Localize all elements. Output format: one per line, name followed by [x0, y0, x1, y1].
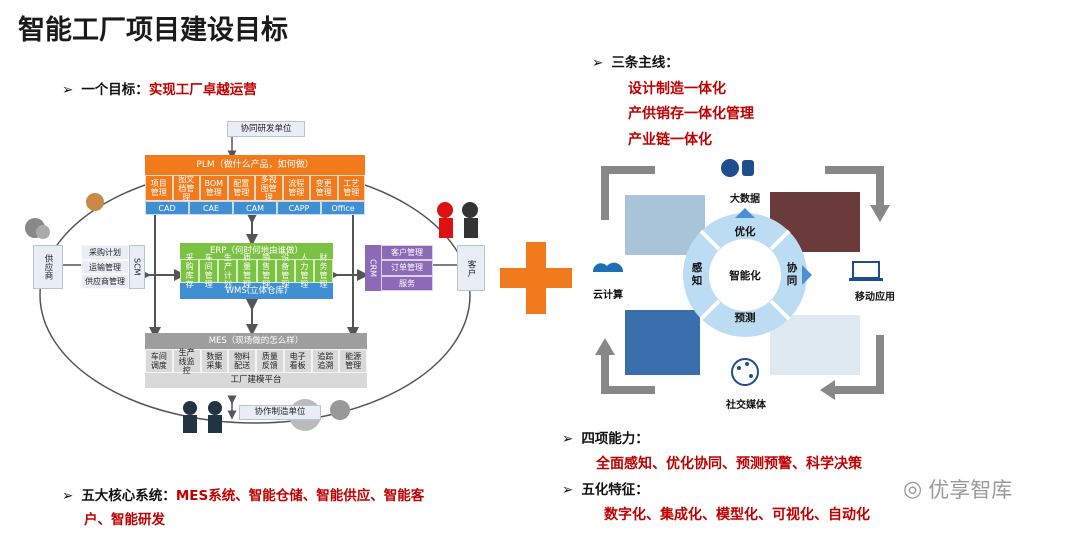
erp-item: 采购库存 [180, 253, 200, 289]
scm-item: 采购计划 [81, 245, 129, 260]
scm-item: 运输管理 [81, 259, 129, 275]
crm-block: CRM 客户管理订单管理服务 [365, 245, 433, 291]
social-label: 社交媒体 [726, 400, 766, 411]
main-lines-bullet: ➢ 三条主线： [592, 51, 679, 71]
cad-item: CAE [189, 201, 233, 215]
four-abilities-bullet: ➢ 四项能力： [562, 427, 649, 447]
core-text-line1: MES系统、智能仓储、智能供应、智能客 [175, 488, 425, 504]
erp-item: 质量管理 [237, 253, 257, 289]
mes-items: 车间调度生产线监控数据采集物料配送质量反馈电子看板追踪追溯能源管理 [145, 348, 367, 375]
scm-item: 供应商管理 [81, 274, 129, 290]
five-label: 五化特征： [581, 482, 649, 498]
plm-title: PLM（做什么产品，如何做） [145, 155, 365, 175]
erp-item: 设备管理 [275, 253, 295, 289]
core-text-line2: 户、智能研发 [84, 512, 165, 528]
main-lines-label: 三条主线： [611, 55, 679, 71]
main-line-1: 设计制造一体化 [628, 81, 726, 97]
crm-item: 服务 [381, 275, 433, 291]
customer-box: 客户 [457, 245, 485, 291]
arrow-bullet-icon: ➢ [592, 55, 604, 71]
plm-item: 项目管理 [145, 175, 173, 201]
arrow-bullet-icon: ➢ [62, 82, 74, 98]
arrow-bullet-icon: ➢ [562, 431, 574, 447]
plus-vertical [526, 242, 546, 314]
collab-mfg-box: 协作制造单位 [239, 405, 321, 420]
four-label: 四项能力： [581, 431, 649, 447]
mes-item: 数据采集 [200, 349, 229, 373]
collaborate-label: 协同 [786, 262, 798, 287]
predict-label: 预测 [734, 312, 756, 324]
erp-item: 财务管理 [313, 253, 333, 289]
main-line-2: 产供销存一体化管理 [628, 106, 754, 122]
erp-block: ERP（何时何地由谁做） 采购库存车间管理生产计划质量管理销售管理设备管理人力管… [180, 243, 333, 299]
mobile-label: 移动应用 [855, 292, 895, 303]
plm-item: 配置管理 [227, 175, 255, 201]
erp-items: 采购库存车间管理生产计划质量管理销售管理设备管理人力管理财务管理 [180, 253, 333, 289]
core-label: 五大核心系统： [81, 488, 176, 504]
mes-item: 能源管理 [339, 349, 367, 373]
scm-items: 采购计划运输管理供应商管理 [81, 245, 129, 290]
collab-rd-box: 协同研发单位 [227, 121, 305, 137]
main-line-3: 产业链一体化 [628, 132, 712, 148]
mes-item: 电子看板 [283, 349, 312, 373]
arrow-bullet-icon: ➢ [562, 482, 574, 498]
big-data-label: 大数据 [730, 194, 760, 205]
cad-item: CAD [145, 201, 189, 215]
goal-label: 一个目标： [81, 82, 149, 98]
goal-bullet: ➢ 一个目标：实现工厂卓越运营 [62, 78, 257, 98]
optimize-label: 优化 [734, 226, 756, 238]
core-systems-bullet: ➢ 五大核心系统：MES系统、智能仓储、智能供应、智能客 [62, 484, 424, 504]
goal-text: 实现工厂卓越运营 [148, 82, 257, 98]
scm-block: 采购计划运输管理供应商管理 SCM [81, 245, 145, 290]
mes-title: MES（现场做的怎么样） [145, 333, 367, 349]
supplier-box: 供应商 [33, 245, 63, 289]
smart-cycle-diagram: 大数据 云计算 移动应用 社交媒体 智能化 优化 感知 协同 预测 [585, 150, 905, 411]
erp-item: 车间管理 [199, 253, 219, 289]
plm-item: 变更管理 [310, 175, 338, 201]
cad-item: CAPP [277, 201, 321, 215]
crm-items: 客户管理订单管理服务 [381, 245, 433, 291]
cad-item: CAM [233, 201, 277, 215]
mes-block: MES（现场做的怎么样） 车间调度生产线监控数据采集物料配送质量反馈电子看板追踪… [145, 333, 367, 388]
mes-item: 生产线监控 [172, 348, 201, 375]
mes-item: 车间调度 [145, 349, 173, 373]
mes-item: 质量反馈 [256, 349, 284, 373]
erp-item: 销售管理 [256, 253, 276, 289]
plm-item: 多视图管理 [255, 175, 283, 202]
plm-item: 图文档管理 [172, 175, 200, 202]
cycle-graphics [592, 159, 890, 400]
mes-item: 追踪追溯 [311, 349, 340, 373]
factory-platform: 工厂建模平台 [145, 373, 367, 388]
erp-title: ERP（何时何地由谁做） [180, 243, 333, 259]
plm-item: 工艺管理 [337, 175, 365, 201]
plm-item: BOM管理 [200, 175, 228, 201]
erp-item: 生产计划 [218, 253, 238, 289]
five-text: 数字化、集成化、模型化、可视化、自动化 [604, 507, 870, 523]
crm-item: 客户管理 [381, 245, 433, 261]
mes-item: 物料配送 [228, 349, 256, 373]
watermark-text: 优享智库 [928, 478, 1013, 502]
cad-item: Office [321, 201, 365, 215]
center-label: 智能化 [729, 270, 761, 282]
arrow-bullet-icon: ➢ [62, 488, 74, 504]
five-features-bullet: ➢ 五化特征： [562, 478, 649, 498]
perceive-label: 感知 [691, 262, 703, 287]
crm-label: CRM [365, 245, 381, 291]
page-title: 智能工厂项目建设目标 [18, 15, 288, 46]
watermark: ◎ 优享智库 [903, 474, 1012, 504]
wms-box: WMS(立体仓库) [180, 283, 333, 299]
wechat-icon: ◎ [903, 476, 923, 502]
four-text: 全面感知、优化协同、预测预警、科学决策 [596, 456, 862, 472]
erp-item: 人力管理 [294, 253, 314, 289]
cloud-label: 云计算 [593, 290, 623, 301]
scm-label: SCM [129, 245, 145, 289]
plm-item: 流程管理 [282, 175, 310, 201]
crm-item: 订单管理 [381, 260, 433, 276]
